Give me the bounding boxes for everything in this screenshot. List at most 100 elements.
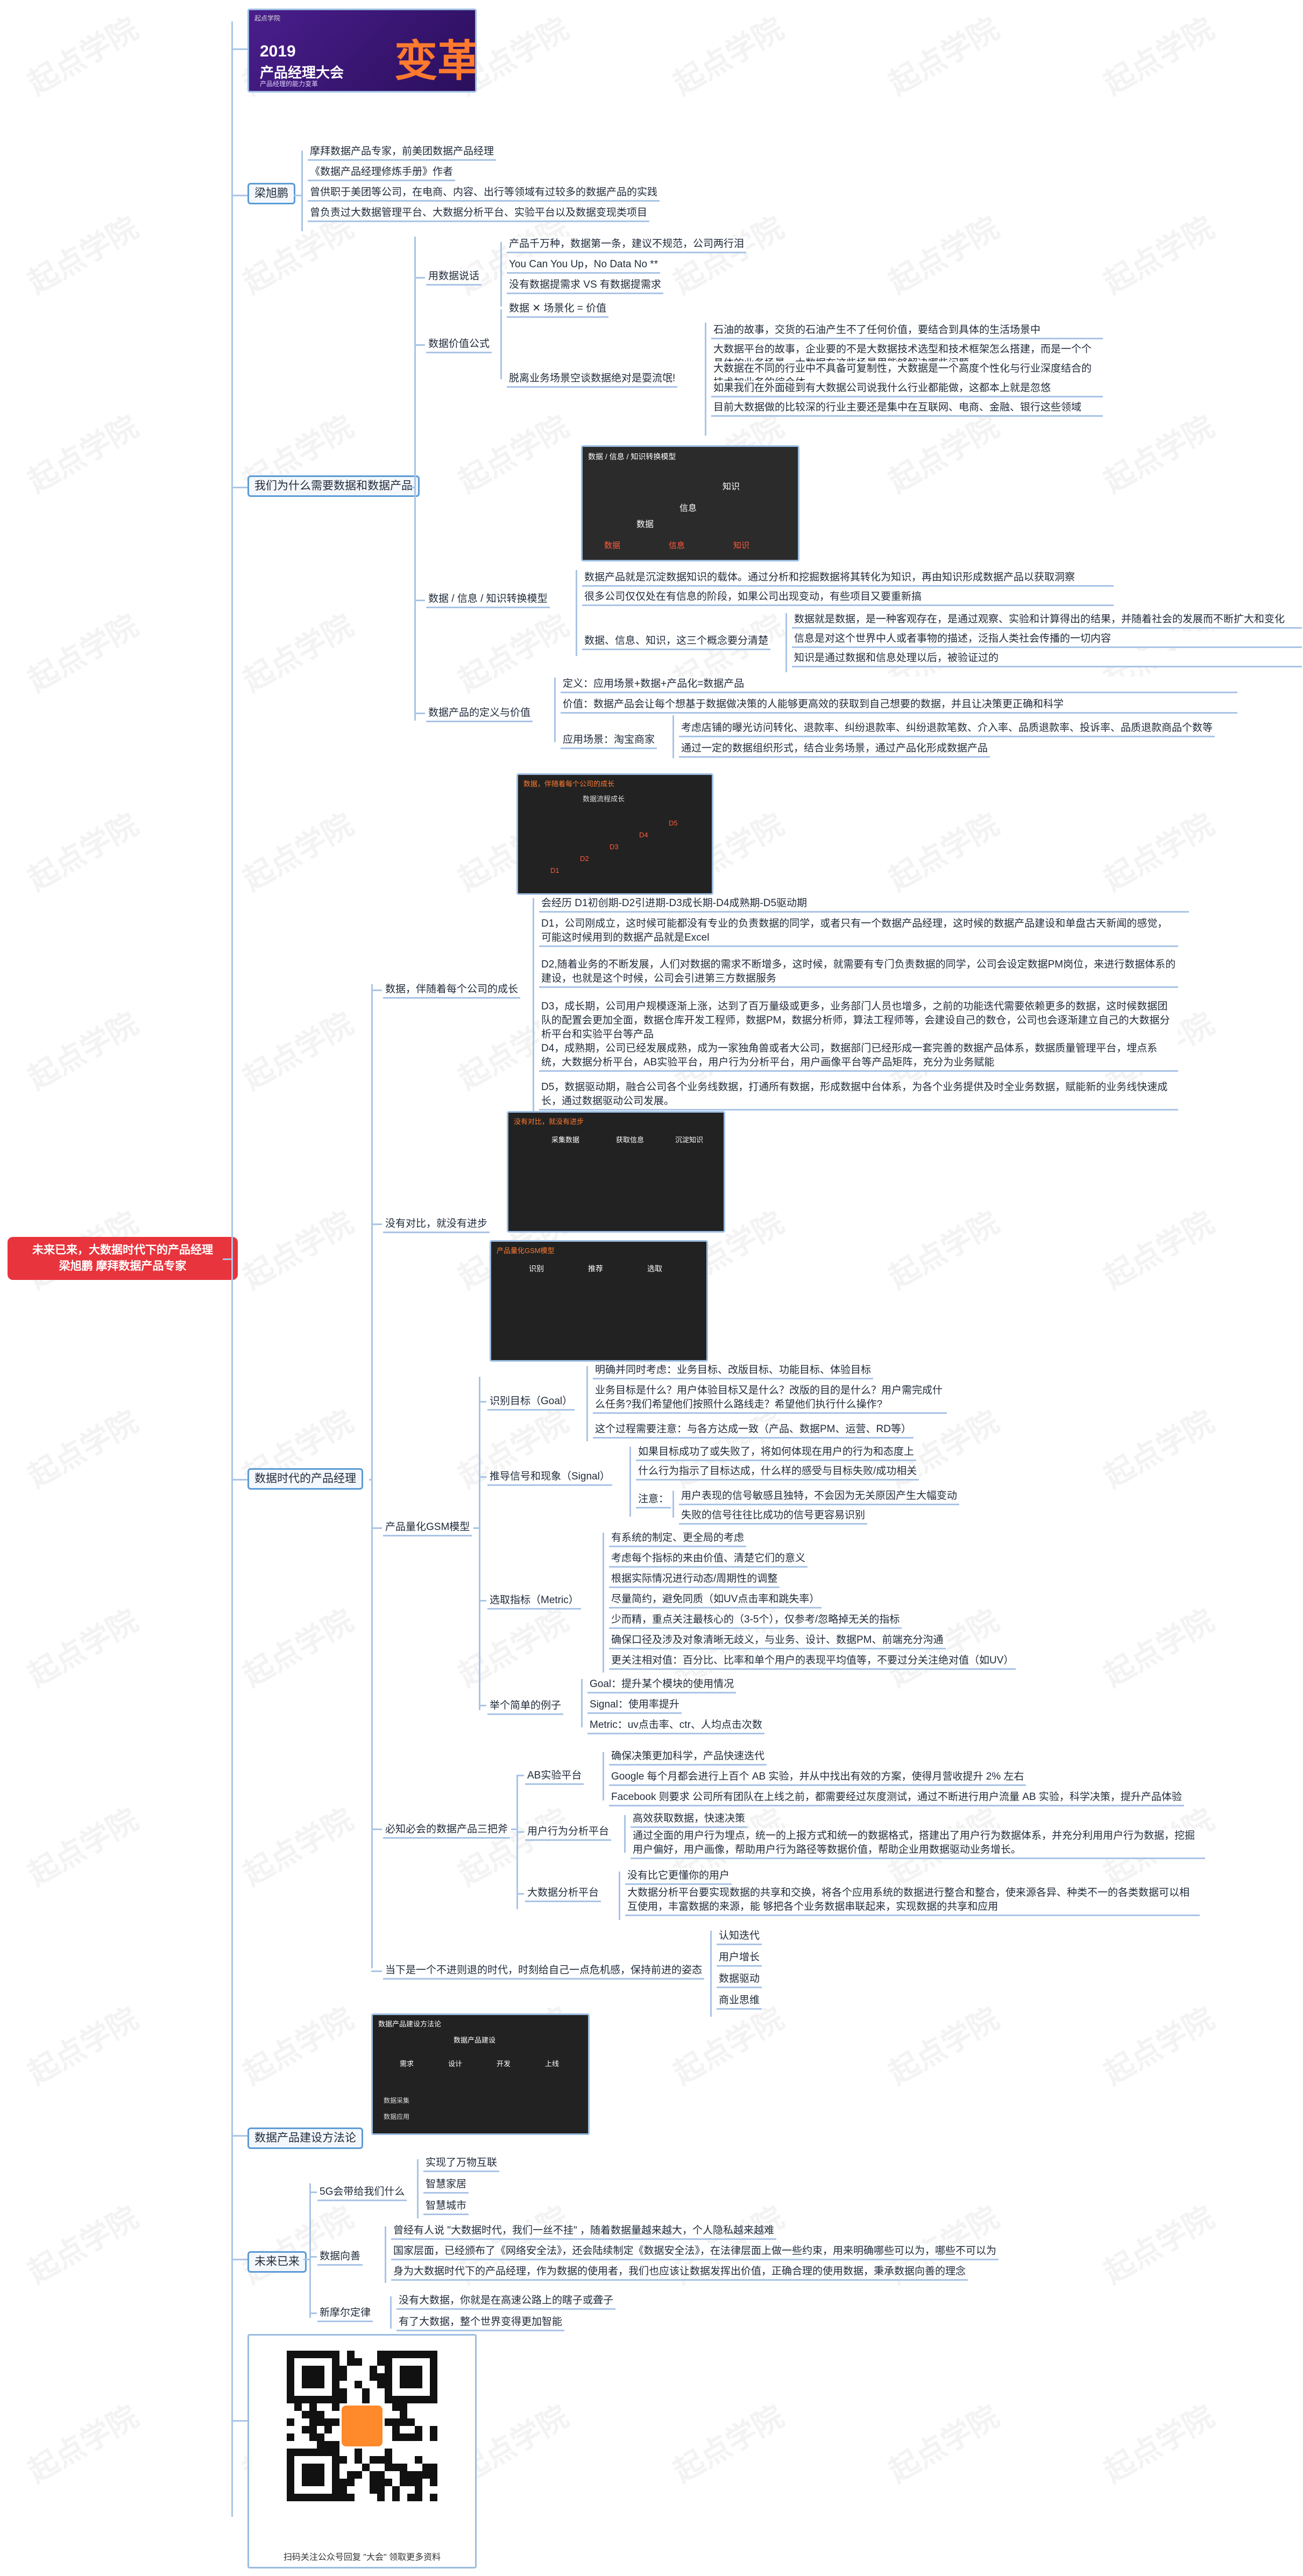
speaker-info-item[interactable]: 摩拜数据产品专家，前美团数据产品经理 bbox=[308, 144, 497, 161]
goal-item[interactable]: 业务目标是什么？用户体验目标又是什么？改版的目的是什么？用户需完成什么任务?我们… bbox=[593, 1383, 947, 1414]
scene-item[interactable]: 目前大数据做的比较深的行业主要还是集中在互联网、电商、金融、银行这些领域 bbox=[711, 400, 1103, 417]
ua-item[interactable]: 通过全面的用户行为埋点，统一的上报方式和统一的数据格式，搭建出了用户行为数据体系… bbox=[631, 1828, 1205, 1859]
signal-note-item[interactable]: 用户表现的信号敏感且独特，不会因为无关原因产生大幅变动 bbox=[679, 1489, 960, 1505]
moores-law-item[interactable]: 没有大数据，你就是在高速公路上的瞎子或聋子 bbox=[396, 2293, 616, 2310]
ab-item[interactable]: Facebook 则要求 公司所有团队在上线之前，都需要经过灰度测试，通过不断进… bbox=[609, 1790, 1184, 1806]
ab-item[interactable]: 确保决策更加科学，产品快速迭代 bbox=[609, 1749, 767, 1766]
definition-item[interactable]: 定义：应用场景+数据+产品化=数据产品 bbox=[561, 677, 1237, 693]
forward-item[interactable]: 认知迭代 bbox=[717, 1929, 762, 1945]
data-for-good-item[interactable]: 曾经有人说 "大数据时代，我们一丝不挂" ，随着数据量越来越大，个人隐私越来越难 bbox=[391, 2223, 777, 2240]
branch-methodology[interactable]: 数据产品建设方法论 bbox=[247, 2127, 363, 2149]
data-for-good-item[interactable]: 身为大数据时代下的产品经理，作为数据的使用者，我们也应该让数据发挥出价值，正确合… bbox=[391, 2264, 968, 2281]
scene-item[interactable]: 石油的故事，交货的石油产生不了任何价值，要结合到具体的生活场景中 bbox=[711, 323, 1103, 339]
forward-item[interactable]: 数据驱动 bbox=[717, 1972, 762, 1988]
node-goal[interactable]: 识别目标（Goal） bbox=[487, 1394, 575, 1411]
watermark-text: 起点学院 bbox=[883, 807, 1004, 897]
dik-node[interactable]: 数据、信息、知识，这三个概念要分清楚 bbox=[582, 634, 771, 650]
node-moores-law[interactable]: 新摩尔定律 bbox=[317, 2305, 373, 2322]
taobao-item[interactable]: 考虑店铺的曝光访问转化、退款率、纠纷退款率、纠纷退款笔数、介入率、品质退款率、投… bbox=[679, 721, 1215, 737]
5g-item[interactable]: 智慧家居 bbox=[423, 2177, 469, 2194]
node-big-data-platform[interactable]: 大数据分析平台 bbox=[525, 1885, 601, 1902]
knowledge-item[interactable]: 很多公司仅仅处在有信息的阶段，如果公司出现变动，有些项目又要重新搞 bbox=[582, 589, 1114, 606]
node-user-behavior[interactable]: 用户行为分析平台 bbox=[525, 1824, 612, 1841]
example-item[interactable]: Signal：使用率提升 bbox=[587, 1697, 682, 1714]
gsm-image-m: 选取 bbox=[647, 1264, 662, 1273]
forward-item[interactable]: 用户增长 bbox=[717, 1950, 762, 1967]
metric-item[interactable]: 考虑每个指标的来由价值、清楚它们的意义 bbox=[609, 1551, 808, 1568]
example-item[interactable]: Metric：uv点击率、ctr、人均点击次数 bbox=[587, 1718, 764, 1734]
root-node[interactable]: 未来已来，大数据时代下的产品经理梁旭鹏 摩拜数据产品专家 bbox=[8, 1237, 238, 1280]
metric-item[interactable]: 有系统的制定、更全局的考虑 bbox=[609, 1531, 747, 1547]
qr-module bbox=[392, 2426, 400, 2433]
node-value-formula[interactable]: 数据价值公式 bbox=[426, 337, 492, 353]
ua-item[interactable]: 高效获取数据，快速决策 bbox=[631, 1811, 748, 1828]
metric-item[interactable]: 少而精，重点关注最核心的（3-5个），仅参考/忽略掉无关的指标 bbox=[609, 1612, 902, 1629]
qr-code-panel[interactable]: 扫码关注公众号回复 "大会" 领取更多资料 bbox=[247, 2334, 477, 2568]
example-item[interactable]: Goal：提升某个模块的使用情况 bbox=[587, 1677, 737, 1693]
scene-taobao[interactable]: 应用场景：淘宝商家 bbox=[561, 732, 657, 749]
metric-item[interactable]: 更关注相对值：百分比、比率和单个用户的表现平均值等，不要过分关注绝对值（如UV） bbox=[609, 1653, 1016, 1670]
ab-item[interactable]: Google 每个月都会进行上百个 AB 实验，并从中找出有效的方案，使得月营收… bbox=[609, 1769, 1026, 1786]
speaker-info-item[interactable]: 曾负责过大数据管理平台、大数据分析平台、实验平台以及数据变现类项目 bbox=[308, 205, 650, 222]
growth-stage-item[interactable]: D3，成长期，公司用户规模逐渐上涨，达到了百万量级或更多，业务部门人员也增多，之… bbox=[539, 999, 1178, 1044]
node-signal[interactable]: 推导信号和现象（Signal） bbox=[487, 1469, 612, 1486]
speak-with-data-item[interactable]: 产品千万种，数据第一条，建议不规范，公司两行泪 bbox=[507, 237, 747, 253]
growth-stage-item[interactable]: D4，成熟期，公司已经发展成熟，成为一家独角兽或者大公司，数据部门已经形成一套完… bbox=[539, 1041, 1178, 1072]
node-example[interactable]: 举个简单的例子 bbox=[487, 1698, 564, 1715]
node-knowledge-model[interactable]: 数据 / 信息 / 知识转换模型 bbox=[426, 592, 550, 608]
dik-item[interactable]: 知识是通过数据和信息处理以后，被验证过的 bbox=[792, 651, 1302, 667]
node-data-for-good[interactable]: 数据向善 bbox=[317, 2249, 363, 2266]
branch-why-data[interactable]: 我们为什么需要数据和数据产品 bbox=[247, 475, 420, 497]
metric-item[interactable]: 确保口径及涉及对象清晰无歧义，与业务、设计、数据PM、前端充分沟通 bbox=[609, 1633, 946, 1649]
metric-item[interactable]: 尽量简约，避免同质（如UV点击率和跳失率） bbox=[609, 1592, 822, 1609]
goal-item[interactable]: 这个过程需要注意：与各方达成一致（产品、数据PM、运营、RD等） bbox=[593, 1422, 913, 1439]
speak-with-data-item[interactable]: 没有数据提需求 VS 有数据提需求 bbox=[507, 277, 663, 294]
node-speak-with-data[interactable]: 用数据说话 bbox=[426, 269, 482, 286]
banner-title: 产品经理大会 bbox=[260, 65, 344, 81]
model-image-f3: 知识 bbox=[733, 541, 750, 550]
moores-law-item[interactable]: 有了大数据，整个世界变得更加智能 bbox=[396, 2315, 565, 2331]
bd-item[interactable]: 没有比它更懂你的用户 bbox=[625, 1868, 732, 1885]
connector-line bbox=[516, 1893, 524, 1895]
node-5g[interactable]: 5G会带给我们什么 bbox=[317, 2184, 407, 2201]
branch-data-era-pm[interactable]: 数据时代的产品经理 bbox=[247, 1468, 363, 1490]
node-product-definition[interactable]: 数据产品的定义与价值 bbox=[426, 706, 533, 722]
speaker-info-item[interactable]: 《数据产品经理修炼手册》作者 bbox=[308, 165, 456, 181]
goal-item[interactable]: 明确并同时考虑：业务目标、改版目标、功能目标、体验目标 bbox=[593, 1363, 874, 1379]
watermark-text: 起点学院 bbox=[883, 2399, 1004, 2489]
connector-line bbox=[479, 1377, 480, 1710]
bd-item[interactable]: 大数据分析平台要实现数据的共享和交换，将各个应用系统的数据进行整合和整合，使来源… bbox=[625, 1885, 1200, 1916]
signal-item[interactable]: 如果目标成功了或失败了，将如何体现在用户的行为和态度上 bbox=[636, 1444, 917, 1461]
signal-item[interactable]: 什么行为指示了目标达成，什么样的感受与目标失败/成功相关 bbox=[636, 1464, 919, 1481]
signal-note[interactable]: 注意： bbox=[636, 1492, 671, 1508]
speak-with-data-item[interactable]: You Can You Up，No Data No ** bbox=[507, 257, 661, 274]
node-metric[interactable]: 选取指标（Metric） bbox=[487, 1593, 581, 1610]
branch-speaker[interactable]: 梁旭鹏 bbox=[247, 183, 295, 204]
knowledge-item[interactable]: 数据产品就是沉淀数据知识的载体。通过分析和挖掘数据将其转化为知识，再由知识形成数… bbox=[582, 570, 1114, 587]
forward-item[interactable]: 商业思维 bbox=[717, 1993, 762, 2010]
node-gsm-model[interactable]: 产品量化GSM模型 bbox=[383, 1520, 472, 1536]
speaker-info-item[interactable]: 曾供职于美团等公司，在电商、内容、出行等领域有过较多的数据产品的实践 bbox=[308, 185, 660, 202]
taobao-item[interactable]: 通过一定的数据组织形式，结合业务场景，通过产品化形成数据产品 bbox=[679, 741, 990, 758]
value-formula[interactable]: 数据 ✕ 场景化 = 价值 bbox=[507, 301, 609, 318]
growth-stage-item[interactable]: D5，数据驱动期，融合公司各个业务线数据，打通所有数据，形成数据中台体系，为各个… bbox=[539, 1080, 1178, 1111]
definition-item[interactable]: 价值：数据产品会让每个想基于数据做决策的人能够更高效的获取到自己想要的数据，并且… bbox=[561, 697, 1237, 714]
scene-item[interactable]: 如果我们在外面碰到有大数据公司说我什么行业都能做，这都本上就是忽悠 bbox=[711, 381, 1103, 397]
node-company-growth[interactable]: 数据，伴随着每个公司的成长 bbox=[383, 982, 521, 999]
scene-node[interactable]: 脱离业务场景空谈数据绝对是耍流氓! bbox=[507, 371, 678, 388]
5g-item[interactable]: 实现了万物互联 bbox=[423, 2155, 500, 2172]
branch-future[interactable]: 未来已来 bbox=[247, 2251, 307, 2273]
growth-item[interactable]: 会经历 D1初创期-D2引进期-D3成长期-D4成熟期-D5驱动期 bbox=[539, 896, 1189, 913]
node-no-comparison[interactable]: 没有对比，就没有进步 bbox=[383, 1216, 490, 1233]
dik-item[interactable]: 数据就是数据，是一种客观存在，是通过观察、实验和计算得出的结果，并随着社会的发展… bbox=[792, 612, 1302, 629]
signal-note-item[interactable]: 失败的信号往往比成功的信号更容易识别 bbox=[679, 1508, 868, 1525]
node-keep-forward[interactable]: 当下是一个不进则退的时代，时刻给自己一点危机感，保持前进的姿态 bbox=[383, 1963, 705, 1980]
node-three-axes[interactable]: 必知必会的数据产品三把斧 bbox=[383, 1822, 511, 1839]
node-ab-platform[interactable]: AB实验平台 bbox=[525, 1768, 584, 1785]
5g-item[interactable]: 智慧城市 bbox=[423, 2198, 469, 2215]
growth-stage-item[interactable]: D2,随着业务的不断发展，人们对数据的需求不断增多，这时候，就需要有专门负责数据… bbox=[539, 957, 1178, 988]
dik-item[interactable]: 信息是对这个世界中人或者事物的描述，泛指人类社会传播的一切内容 bbox=[792, 631, 1302, 648]
growth-stage-item[interactable]: D1，公司刚成立，这时候可能都没有专业的负责数据的同学，或者只有一个数据产品经理… bbox=[539, 916, 1178, 947]
data-for-good-item[interactable]: 国家层面，已经颁布了《网络安全法》，还会陆续制定《数据安全法》，在法律层面上做一… bbox=[391, 2244, 999, 2260]
metric-item[interactable]: 根据实际情况进行动态/周期性的调整 bbox=[609, 1571, 780, 1588]
